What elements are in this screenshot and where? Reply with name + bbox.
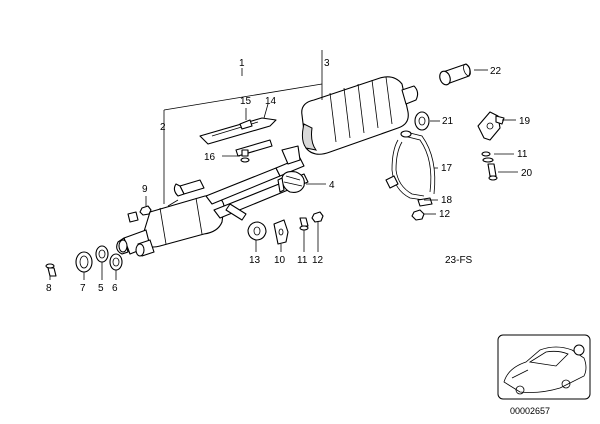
callout-15: 15 (240, 96, 252, 107)
callout-3: 3 (324, 58, 330, 69)
callout-2: 2 (160, 122, 166, 133)
callout-9: 9 (142, 184, 148, 195)
heat-shield (199, 117, 277, 145)
image-number: 00002657 (510, 406, 550, 416)
vehicle-thumbnail: 00002657 (497, 334, 591, 416)
section-code: 23-FS (445, 255, 473, 266)
callout-7: 7 (80, 283, 86, 294)
callout-14: 14 (265, 96, 277, 107)
callout-8: 8 (46, 283, 52, 294)
callout-16: 16 (204, 152, 216, 163)
callout-13: 13 (249, 255, 261, 266)
mounts-center (247, 211, 324, 245)
callout-18: 18 (441, 195, 453, 206)
nut-12-right (411, 209, 425, 221)
bracket-19 (477, 111, 505, 141)
hardware-right (481, 151, 498, 181)
callout-12-center: 12 (312, 255, 324, 266)
callout-20: 20 (521, 168, 533, 179)
callout-4: 4 (329, 180, 335, 191)
callout-1: 1 (239, 58, 245, 69)
bolt-16 (240, 149, 250, 163)
rubber-ring (414, 111, 430, 131)
callout-11-center: 11 (297, 255, 308, 266)
tail-pipe (439, 63, 471, 86)
callout-17: 17 (441, 163, 453, 174)
callout-21: 21 (442, 116, 454, 127)
callout-6: 6 (112, 283, 118, 294)
clamp (277, 171, 305, 193)
rear-silencer (301, 76, 419, 155)
callout-10: 10 (274, 255, 286, 266)
callout-12-right: 12 (439, 209, 451, 220)
callout-labels: 1 2 3 4 5 6 7 8 9 10 11 11 12 12 13 14 1… (46, 58, 533, 294)
callout-19: 19 (519, 116, 531, 127)
leader-lines (49, 50, 518, 280)
callout-5: 5 (98, 283, 104, 294)
hanger-bracket (385, 130, 436, 207)
small-parts-lower (45, 205, 152, 277)
callout-11-right: 11 (517, 149, 528, 160)
callout-22: 22 (490, 66, 502, 77)
front-muffler (116, 195, 225, 257)
